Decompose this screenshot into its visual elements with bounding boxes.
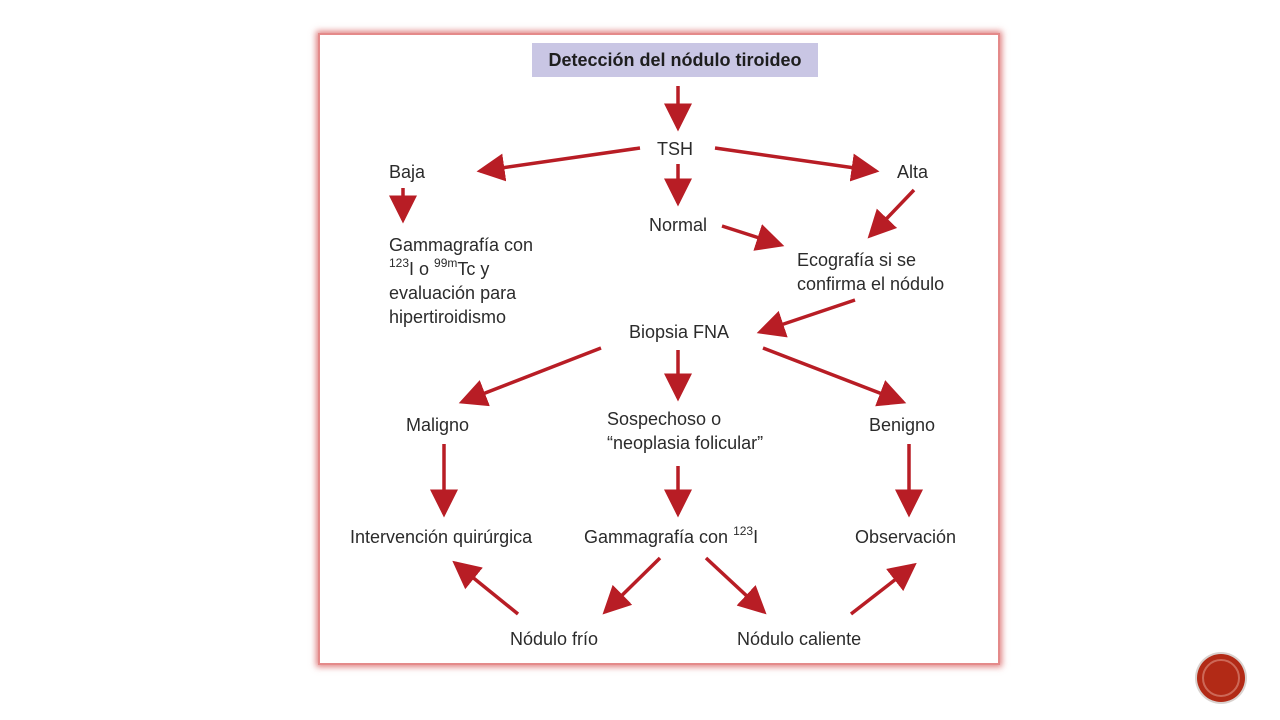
arrow-ecografia-biopsia <box>756 298 856 338</box>
circle-logo-icon <box>1197 654 1245 702</box>
node-gammagrafia-i: Gammagrafía con 123I <box>584 525 758 549</box>
gammagrafia-tc-line1: Gammagrafía con <box>389 235 534 255</box>
node-alta: Alta <box>897 162 929 182</box>
node-nodulo-frio: Nódulo frío <box>510 629 599 649</box>
gammagrafia-tc-line3: evaluación para <box>389 283 517 303</box>
node-observacion: Observación <box>855 527 957 547</box>
arrow-gammagrafia-caliente <box>704 556 767 615</box>
sup-123-i: 123 <box>733 524 754 538</box>
node-sospechoso: Sospechoso o “neoplasia folicular” <box>607 407 763 455</box>
ecografia-line2: confirma el nódulo <box>797 274 945 294</box>
arrow-normal-ecografia <box>721 224 785 251</box>
gammagrafia-i-text: Gammagrafía con <box>584 527 734 547</box>
sup-123: 123 <box>389 256 410 270</box>
gammagrafia-i-suffix: I <box>753 527 759 547</box>
arrow-caliente-observacion <box>849 562 917 616</box>
node-baja: Baja <box>389 162 426 182</box>
node-tsh: TSH <box>657 139 693 159</box>
arrow-tsh-baja <box>476 146 641 182</box>
diagram-title: Detección del nódulo tiroideo <box>532 43 818 77</box>
gammagrafia-tc-line2: 123I o 99mTc y <box>389 257 533 281</box>
arrow-tsh-alta <box>714 146 880 182</box>
node-nodulo-caliente: Nódulo caliente <box>737 629 862 649</box>
ecografia-line1: Ecografía si se <box>797 250 917 270</box>
node-intervencion: Intervención quirúrgica <box>350 527 533 547</box>
sospechoso-line1: Sospechoso o <box>607 409 722 429</box>
node-ecografia: Ecografía si se confirma el nódulo <box>797 248 944 296</box>
arrow-gammagrafia-frio <box>602 556 662 615</box>
logo-ring <box>1202 659 1240 697</box>
arrow-biopsia-maligno <box>458 346 602 407</box>
node-gammagrafia-tc: Gammagrafía con 123I o 99mTc y evaluació… <box>389 233 533 329</box>
arrow-biopsia-benigno <box>762 346 907 407</box>
gammagrafia-tc-line4: hipertiroidismo <box>389 307 507 327</box>
node-maligno: Maligno <box>406 415 470 435</box>
node-biopsia: Biopsia FNA <box>629 322 730 342</box>
arrow-frio-intervencion <box>452 560 520 616</box>
sup-99m: 99m <box>434 256 458 270</box>
arrow-alta-ecografia <box>867 188 916 239</box>
sospechoso-line2: “neoplasia folicular” <box>607 433 764 453</box>
gammagrafia-tc-mid2: Tc y <box>457 259 490 279</box>
node-normal: Normal <box>649 215 708 235</box>
gammagrafia-tc-mid1: I o <box>409 259 435 279</box>
node-benigno: Benigno <box>869 415 936 435</box>
